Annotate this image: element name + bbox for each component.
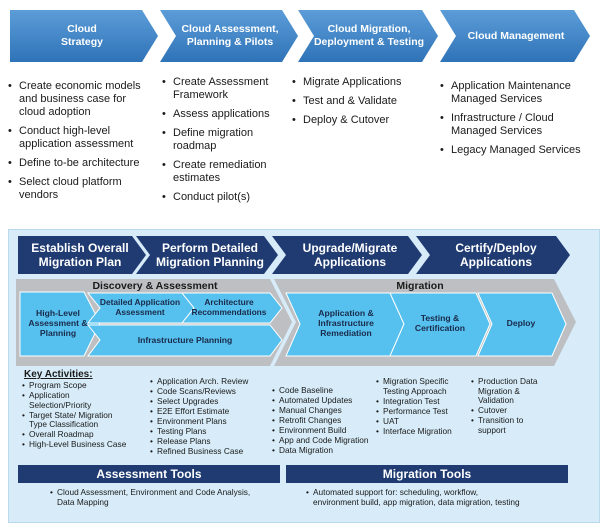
list-item: Code Baseline xyxy=(272,385,382,396)
list-item: Migrate Applications xyxy=(292,76,432,89)
architecture-step xyxy=(180,292,283,324)
list-item: Integration Test xyxy=(376,396,472,407)
list-item: Retrofit Changes xyxy=(272,415,382,426)
list-item: Transition to support xyxy=(471,415,571,435)
detailed-assessment-label: Detailed Application Assessment xyxy=(99,297,181,317)
bottom-phase-chevron-1 xyxy=(18,236,146,274)
list-item: Performance Test xyxy=(376,406,472,417)
list-item: Manual Changes xyxy=(272,405,382,416)
top-bullets-assessment: Create Assessment Framework Assess appli… xyxy=(162,76,292,210)
list-item: Create remediation estimates xyxy=(162,159,292,185)
list-item: Application Selection/Priority xyxy=(22,390,152,410)
key-activities-col-3: Code Baseline Automated Updates Manual C… xyxy=(272,385,382,456)
top-phase-label-3: Cloud Migration, Deployment & Testing xyxy=(313,23,425,48)
list-item: Automated Updates xyxy=(272,395,382,406)
list-item: Select cloud platform vendors xyxy=(8,176,158,202)
list-item: Define to-be architecture xyxy=(8,157,158,170)
list-item: Conduct high-level application assessmen… xyxy=(8,125,158,151)
list-item: Deploy & Cutover xyxy=(292,114,432,127)
top-bullets-strategy: Create economic models and business case… xyxy=(8,80,158,208)
migration-tools-list: Automated support for: scheduling, workf… xyxy=(306,487,568,508)
top-phase-label-1: Cloud Strategy xyxy=(60,23,103,48)
list-item: High-Level Business Case xyxy=(22,440,152,450)
deploy-step xyxy=(477,292,567,357)
migration-tools-bar: Migration Tools xyxy=(286,465,568,483)
key-activities-title: Key Activities: xyxy=(24,369,93,380)
top-bullets-migration: Migrate Applications Test and & Validate… xyxy=(292,76,432,133)
bottom-phase-chevron-3 xyxy=(272,236,422,274)
list-item: Environment Build xyxy=(272,425,382,436)
assessment-tools-bar: Assessment Tools xyxy=(18,465,280,483)
list-item: Create Assessment Framework xyxy=(162,76,292,102)
bottom-phase-label-3: Upgrade/Migrate Applications xyxy=(302,240,398,269)
bottom-phase-chevrons xyxy=(18,236,570,274)
list-item: Environment Plans xyxy=(150,416,270,427)
key-activities-col-4: Migration Specific Testing Approach Inte… xyxy=(376,376,472,437)
key-activities-col-1: Program Scope Application Selection/Prio… xyxy=(22,380,152,450)
list-item: Program Scope xyxy=(22,380,152,391)
list-item: Define migration roadmap xyxy=(162,127,292,153)
list-item: Legacy Managed Services xyxy=(440,144,600,157)
list-item: Migration Specific Testing Approach xyxy=(376,376,472,396)
list-item: Release Plans xyxy=(150,436,270,447)
list-item: E2E Effort Estimate xyxy=(150,406,270,417)
list-item: Cloud Assessment, Environment and Code A… xyxy=(50,487,282,507)
list-item: App and Code Migration xyxy=(272,435,382,446)
bottom-phase-label-4: Certify/Deploy Applications xyxy=(455,240,537,269)
key-activities-col-2: Application Arch. Review Code Scans/Revi… xyxy=(150,376,270,457)
list-item: Test and & Validate xyxy=(292,95,432,108)
infrastructure-label: Infrastructure Planning xyxy=(137,334,233,345)
top-phase-chevron-4 xyxy=(440,10,590,62)
list-item: Target State/ Migration Type Classificat… xyxy=(22,410,152,430)
list-item: Assess applications xyxy=(162,108,292,121)
top-phase-label-2: Cloud Assessment, Planning & Pilots xyxy=(181,23,279,48)
list-item: Testing Plans xyxy=(150,426,270,437)
list-item: Select Upgrades xyxy=(150,396,270,407)
infrastructure-step xyxy=(86,324,283,357)
high-level-step xyxy=(19,291,101,357)
list-item: Create economic models and business case… xyxy=(8,80,158,119)
top-phase-chevron-1 xyxy=(10,10,158,62)
testing-step xyxy=(389,292,491,357)
high-level-label: High-Level Assessment & Planning xyxy=(28,308,88,338)
migration-title: Migration xyxy=(396,279,444,292)
top-phase-chevron-3 xyxy=(298,10,438,62)
top-bullets-management: Application Maintenance Managed Services… xyxy=(440,80,600,163)
architecture-label: Architecture Recommendations xyxy=(191,297,267,317)
assessment-tools-list: Cloud Assessment, Environment and Code A… xyxy=(50,487,282,508)
bottom-phase-label-1: Establish Overall Migration Plan xyxy=(31,240,129,269)
top-phase-label-4: Cloud Management xyxy=(467,29,565,42)
list-item: Application Maintenance Managed Services xyxy=(440,80,600,106)
list-item: Code Scans/Reviews xyxy=(150,386,270,397)
discovery-title: Discovery & Assessment xyxy=(92,279,218,292)
bottom-phase-chevron-4 xyxy=(416,236,570,274)
list-item: Automated support for: scheduling, workf… xyxy=(306,487,568,507)
list-item: Production Data Migration & Validation xyxy=(471,376,571,406)
deploy-label: Deploy xyxy=(506,318,536,329)
top-phase-chevron-2 xyxy=(160,10,298,62)
list-item: Data Migration xyxy=(272,445,382,456)
list-item: Application Arch. Review xyxy=(150,376,270,387)
list-item: Infrastructure / Cloud Managed Services xyxy=(440,112,600,138)
key-activities-col-5: Production Data Migration & Validation C… xyxy=(471,376,571,436)
testing-label: Testing & Certification xyxy=(414,313,466,333)
remediation-label: Application & Infrastructure Remediation xyxy=(318,308,374,338)
list-item: Cutover xyxy=(471,406,571,416)
bottom-phase-label-2: Perform Detailed Migration Planning xyxy=(156,240,264,269)
process-diagram xyxy=(16,279,576,366)
list-item: Conduct pilot(s) xyxy=(162,191,292,204)
bottom-phase-chevron-2 xyxy=(136,236,278,274)
list-item: UAT xyxy=(376,416,472,427)
top-phase-chevrons xyxy=(10,10,590,62)
list-item: Overall Roadmap xyxy=(22,430,152,440)
list-item: Interface Migration xyxy=(376,426,472,437)
list-item: Refined Business Case xyxy=(150,446,270,457)
